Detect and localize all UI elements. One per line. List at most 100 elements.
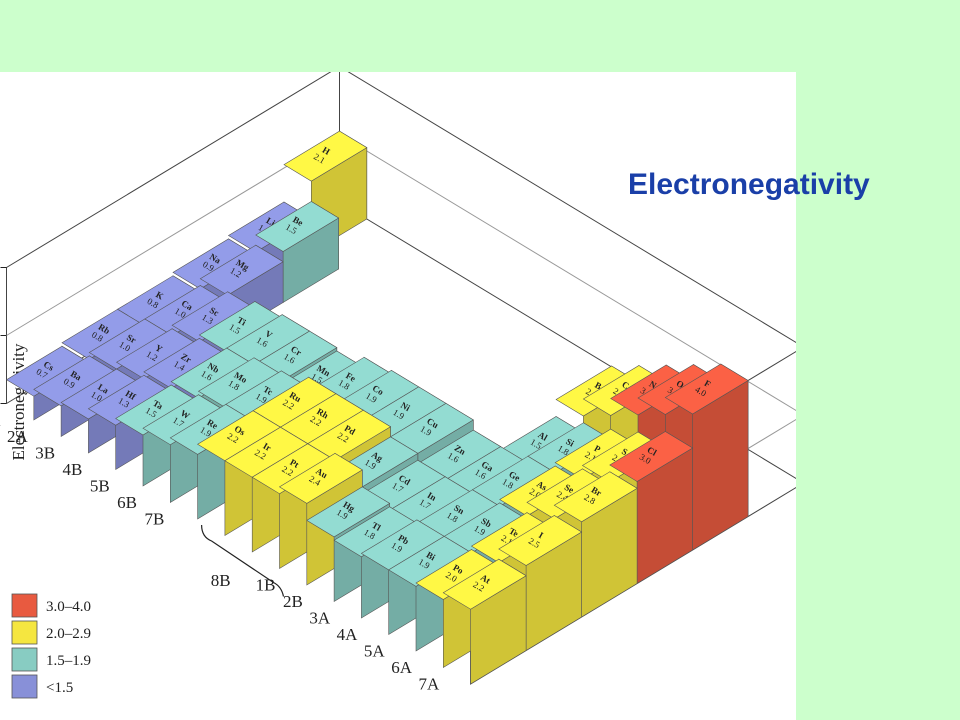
group-label-bottom: 4A [337, 625, 359, 644]
bar-top [255, 201, 340, 252]
group-label-bottom: 1B [256, 576, 276, 595]
legend-swatch [11, 593, 38, 618]
element-symbol: Re [205, 417, 219, 431]
element-symbol: N [648, 379, 659, 391]
legend-label: 1.5–1.9 [46, 653, 91, 669]
element-value: 2.2 [280, 464, 295, 478]
element-symbol: Tc [261, 384, 274, 397]
bar-top [442, 558, 527, 610]
bar-cl: Cl3.0 [609, 430, 694, 585]
element-symbol: Ge [507, 469, 522, 483]
group-label-left: 3B [35, 444, 55, 463]
group-label-left: 2A [7, 427, 29, 446]
group-label-left: 5B [90, 477, 110, 496]
element-value: 2.2 [308, 414, 323, 428]
group-label-bottom: 2B [283, 592, 303, 611]
bar-be: Be1.5 [255, 200, 340, 304]
group-8b-brace [201, 524, 285, 597]
element-symbol: I [537, 530, 545, 541]
element-value: 2.2 [226, 431, 241, 445]
legend-swatch [11, 674, 38, 699]
element-symbol: Sn [452, 503, 466, 517]
group-label-left: 7B [144, 510, 164, 529]
element-symbol: K [154, 289, 165, 301]
bar-top [553, 471, 638, 523]
element-symbol: C [620, 379, 631, 391]
bar-top [498, 515, 583, 566]
element-symbol: Ir [261, 441, 272, 453]
element-value: 1.2 [228, 265, 243, 279]
bar-top [251, 443, 336, 495]
element-symbol: Fe [344, 370, 357, 383]
bar-f: F4.0 [664, 363, 749, 551]
legend-label: 3.0–4.0 [46, 599, 91, 615]
group-label-left: 6B [117, 493, 137, 512]
bar-i: I2.5 [498, 514, 583, 652]
element-symbol: Rb [97, 322, 112, 336]
bar-top [5, 345, 90, 397]
bar-top [415, 549, 500, 600]
bar-top [306, 486, 391, 538]
bar-top [388, 536, 473, 587]
element-symbol: Y [153, 342, 164, 354]
element-symbol: La [96, 382, 111, 396]
element-symbol: Cu [425, 416, 440, 430]
chart-panel: 024ElectronegativityH2.1Li1.0Be1.5B2.0C2… [0, 72, 796, 720]
element-symbol: W [179, 408, 192, 421]
element-symbol: Br [590, 485, 604, 499]
element-symbol: Ba [69, 369, 84, 383]
element-symbol: Pb [397, 533, 411, 547]
element-value: 2.2 [336, 430, 351, 444]
element-symbol: V [264, 328, 275, 340]
element-symbol: Cd [397, 473, 412, 487]
element-value: 2.2 [253, 447, 268, 461]
element-symbol: Cr [289, 344, 303, 358]
element-symbol: Ca [180, 298, 195, 312]
legend-swatch [11, 647, 38, 672]
group-label-bottom: 6A [391, 658, 413, 677]
element-symbol: Sc [208, 305, 221, 318]
element-symbol: Os [233, 423, 248, 437]
element-value: 2.2 [281, 397, 296, 411]
element-symbol: Rh [315, 406, 330, 420]
bar-top [283, 130, 368, 182]
bar-top [169, 404, 254, 455]
element-symbol: B [593, 380, 603, 392]
group-label-bottom: 3A [309, 609, 331, 628]
bar-br: Br2.8 [553, 471, 638, 618]
legend-label: <1.5 [46, 680, 73, 696]
bar-top [87, 374, 172, 426]
electronegativity-3d-bar-chart: 024ElectronegativityH2.1Li1.0Be1.5B2.0C2… [0, 72, 796, 699]
back-wall [339, 72, 796, 479]
group-label-bottom: 5A [364, 642, 386, 661]
element-symbol: Ru [288, 390, 303, 404]
element-symbol: Au [314, 466, 329, 480]
bar-mg: Mg1.2 [199, 244, 284, 337]
bar-top [664, 363, 749, 415]
bar-top [60, 368, 145, 420]
element-symbol: Zn [453, 443, 468, 457]
element-symbol: S [620, 446, 629, 457]
bar-top [115, 384, 200, 436]
bar-top [333, 506, 418, 558]
element-symbol: Sb [480, 516, 494, 530]
element-value: 2.1 [312, 151, 327, 165]
group-label-left: 4B [63, 460, 83, 479]
group-label-left: 1A [0, 411, 1, 430]
element-symbol: Be [291, 214, 305, 228]
element-symbol: O [675, 378, 686, 390]
element-value: 2.2 [471, 579, 486, 593]
element-symbol: Sr [125, 332, 138, 345]
element-value: 1.2 [145, 349, 160, 363]
bar-at: At2.2 [442, 558, 527, 685]
element-symbol: Si [564, 436, 576, 449]
element-symbol: P [592, 443, 602, 455]
group-label-bottom: 7A [419, 675, 441, 694]
element-symbol: Ag [370, 449, 385, 463]
element-symbol: H [321, 145, 332, 157]
element-symbol: Pd [343, 423, 357, 437]
element-symbol: Na [208, 251, 223, 265]
bar-top [33, 355, 118, 407]
legend-label: 2.0–2.9 [46, 626, 91, 642]
bar-top [278, 453, 363, 504]
